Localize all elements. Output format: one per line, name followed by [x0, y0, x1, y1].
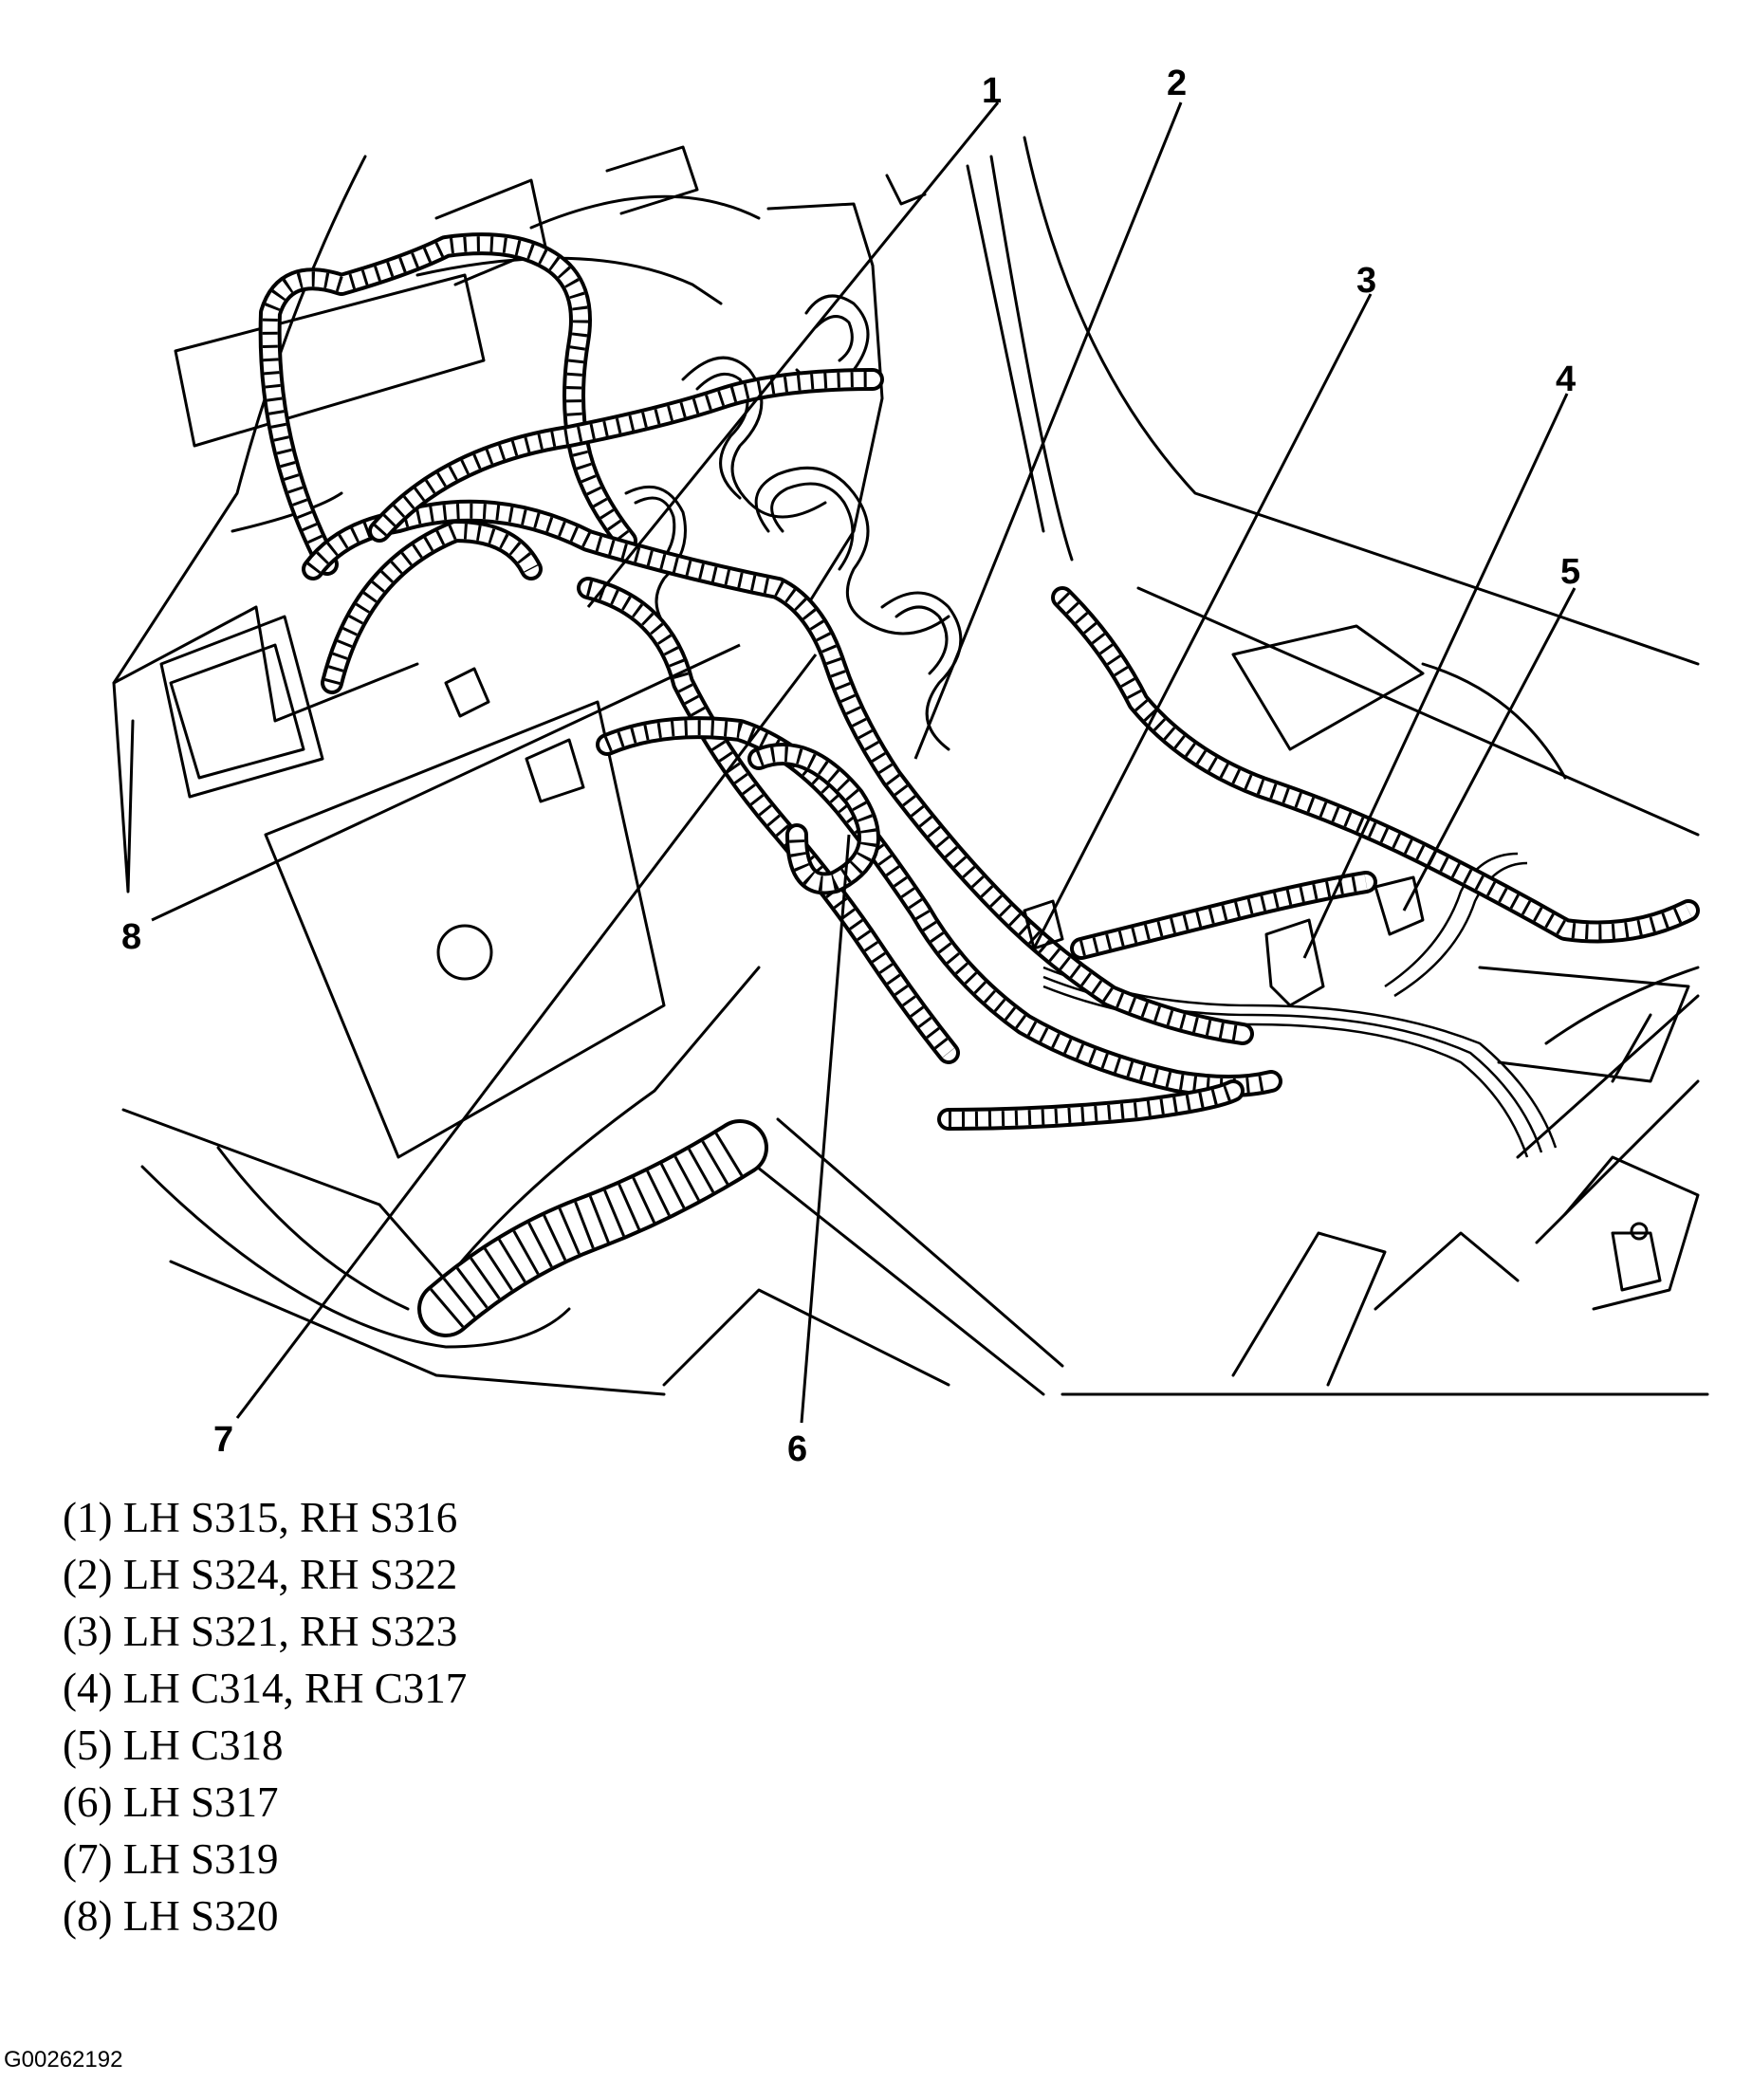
callout-6: 6	[787, 1429, 807, 1469]
legend-item: (5) LH C318	[63, 1722, 284, 1769]
legend-item: (8) LH S320	[63, 1892, 279, 1940]
leader-lines	[151, 101, 1577, 1424]
legend-item: (4) LH C314, RH C317	[63, 1665, 468, 1712]
callout-8: 8	[121, 917, 141, 957]
callout-5: 5	[1560, 552, 1580, 592]
wiring-harness	[258, 232, 1700, 1337]
callout-legend: (1) LH S315, RH S316 (2) LH S324, RH S32…	[63, 1489, 467, 1944]
figure-id: G00262192	[4, 2047, 123, 2072]
legend-item: (2) LH S324, RH S322	[63, 1551, 458, 1598]
legend-item: (1) LH S315, RH S316	[63, 1494, 458, 1541]
grommet	[436, 924, 493, 981]
legend-item: (7) LH S319	[63, 1835, 279, 1883]
wiring-harness-diagram: 1 2 3 4 5 6 7 8	[112, 64, 1709, 1469]
callout-7: 7	[213, 1420, 233, 1460]
callout-4: 4	[1556, 359, 1576, 399]
body-structure	[112, 136, 1709, 1396]
callout-1: 1	[982, 71, 1002, 111]
callout-2: 2	[1167, 64, 1187, 103]
legend-item: (3) LH S321, RH S323	[63, 1608, 458, 1655]
callout-3: 3	[1356, 261, 1376, 301]
connectors	[444, 667, 1425, 1007]
legend-item: (6) LH S317	[63, 1778, 279, 1826]
